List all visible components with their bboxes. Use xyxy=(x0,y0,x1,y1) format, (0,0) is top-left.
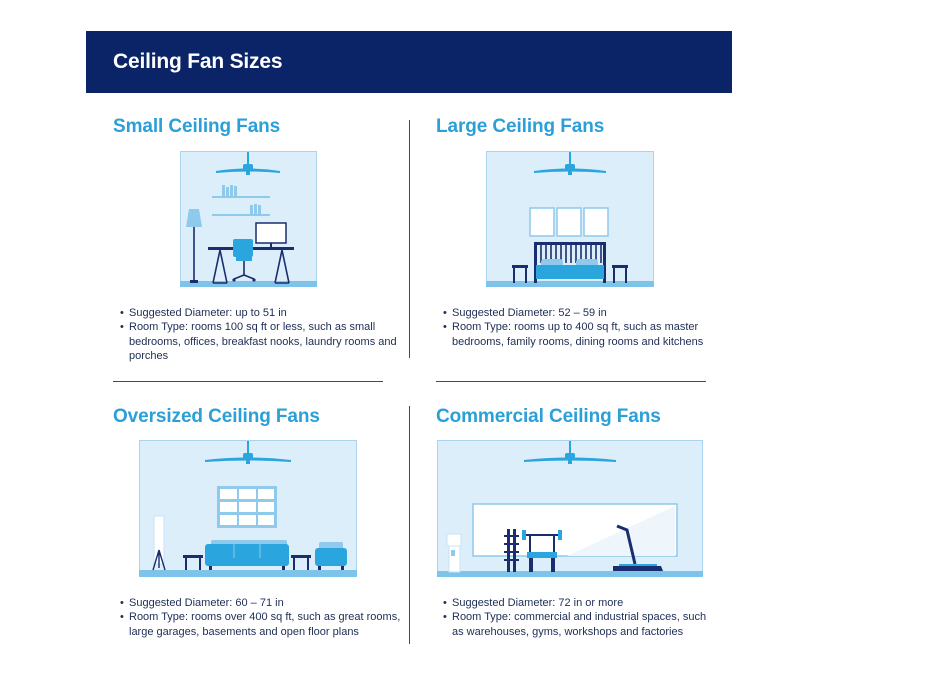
bedroom-illustration xyxy=(486,151,654,287)
list-item: Suggested Diameter: 60 – 71 in xyxy=(117,596,402,611)
card-details-list: Suggested Diameter: 60 – 71 in Room Type… xyxy=(117,596,402,639)
card-title: Commercial Ceiling Fans xyxy=(436,406,661,427)
office-room-illustration xyxy=(180,151,317,287)
card-title: Large Ceiling Fans xyxy=(436,116,605,137)
card-title: Oversized Ceiling Fans xyxy=(113,406,320,427)
list-item: Room Type: rooms over 400 sq ft, such as… xyxy=(117,610,402,639)
vertical-divider-bottom xyxy=(409,406,410,644)
page-header: Ceiling Fan Sizes xyxy=(86,31,732,93)
card-details-list: Suggested Diameter: up to 51 in Room Typ… xyxy=(117,306,402,363)
list-item: Room Type: rooms 100 sq ft or less, such… xyxy=(117,320,402,363)
ceiling-fan-icon xyxy=(524,441,616,464)
list-item: Room Type: commercial and industrial spa… xyxy=(440,610,710,639)
horizontal-divider-left xyxy=(113,381,383,382)
ceiling-fan-icon xyxy=(205,441,291,464)
living-room-illustration xyxy=(139,440,357,577)
ceiling-fan-icon xyxy=(534,152,606,175)
horizontal-divider-right xyxy=(436,381,706,382)
page-title: Ceiling Fan Sizes xyxy=(113,50,283,73)
list-item: Suggested Diameter: 52 – 59 in xyxy=(440,306,725,321)
card-details-list: Suggested Diameter: 72 in or more Room T… xyxy=(440,596,710,639)
gym-illustration xyxy=(437,440,703,577)
card-title: Small Ceiling Fans xyxy=(113,116,281,137)
ceiling-fan-icon xyxy=(216,152,280,175)
list-item: Suggested Diameter: 72 in or more xyxy=(440,596,710,611)
card-details-list: Suggested Diameter: 52 – 59 in Room Type… xyxy=(440,306,725,349)
list-item: Room Type: rooms up to 400 sq ft, such a… xyxy=(440,320,725,349)
vertical-divider-top xyxy=(409,120,410,358)
list-item: Suggested Diameter: up to 51 in xyxy=(117,306,402,321)
